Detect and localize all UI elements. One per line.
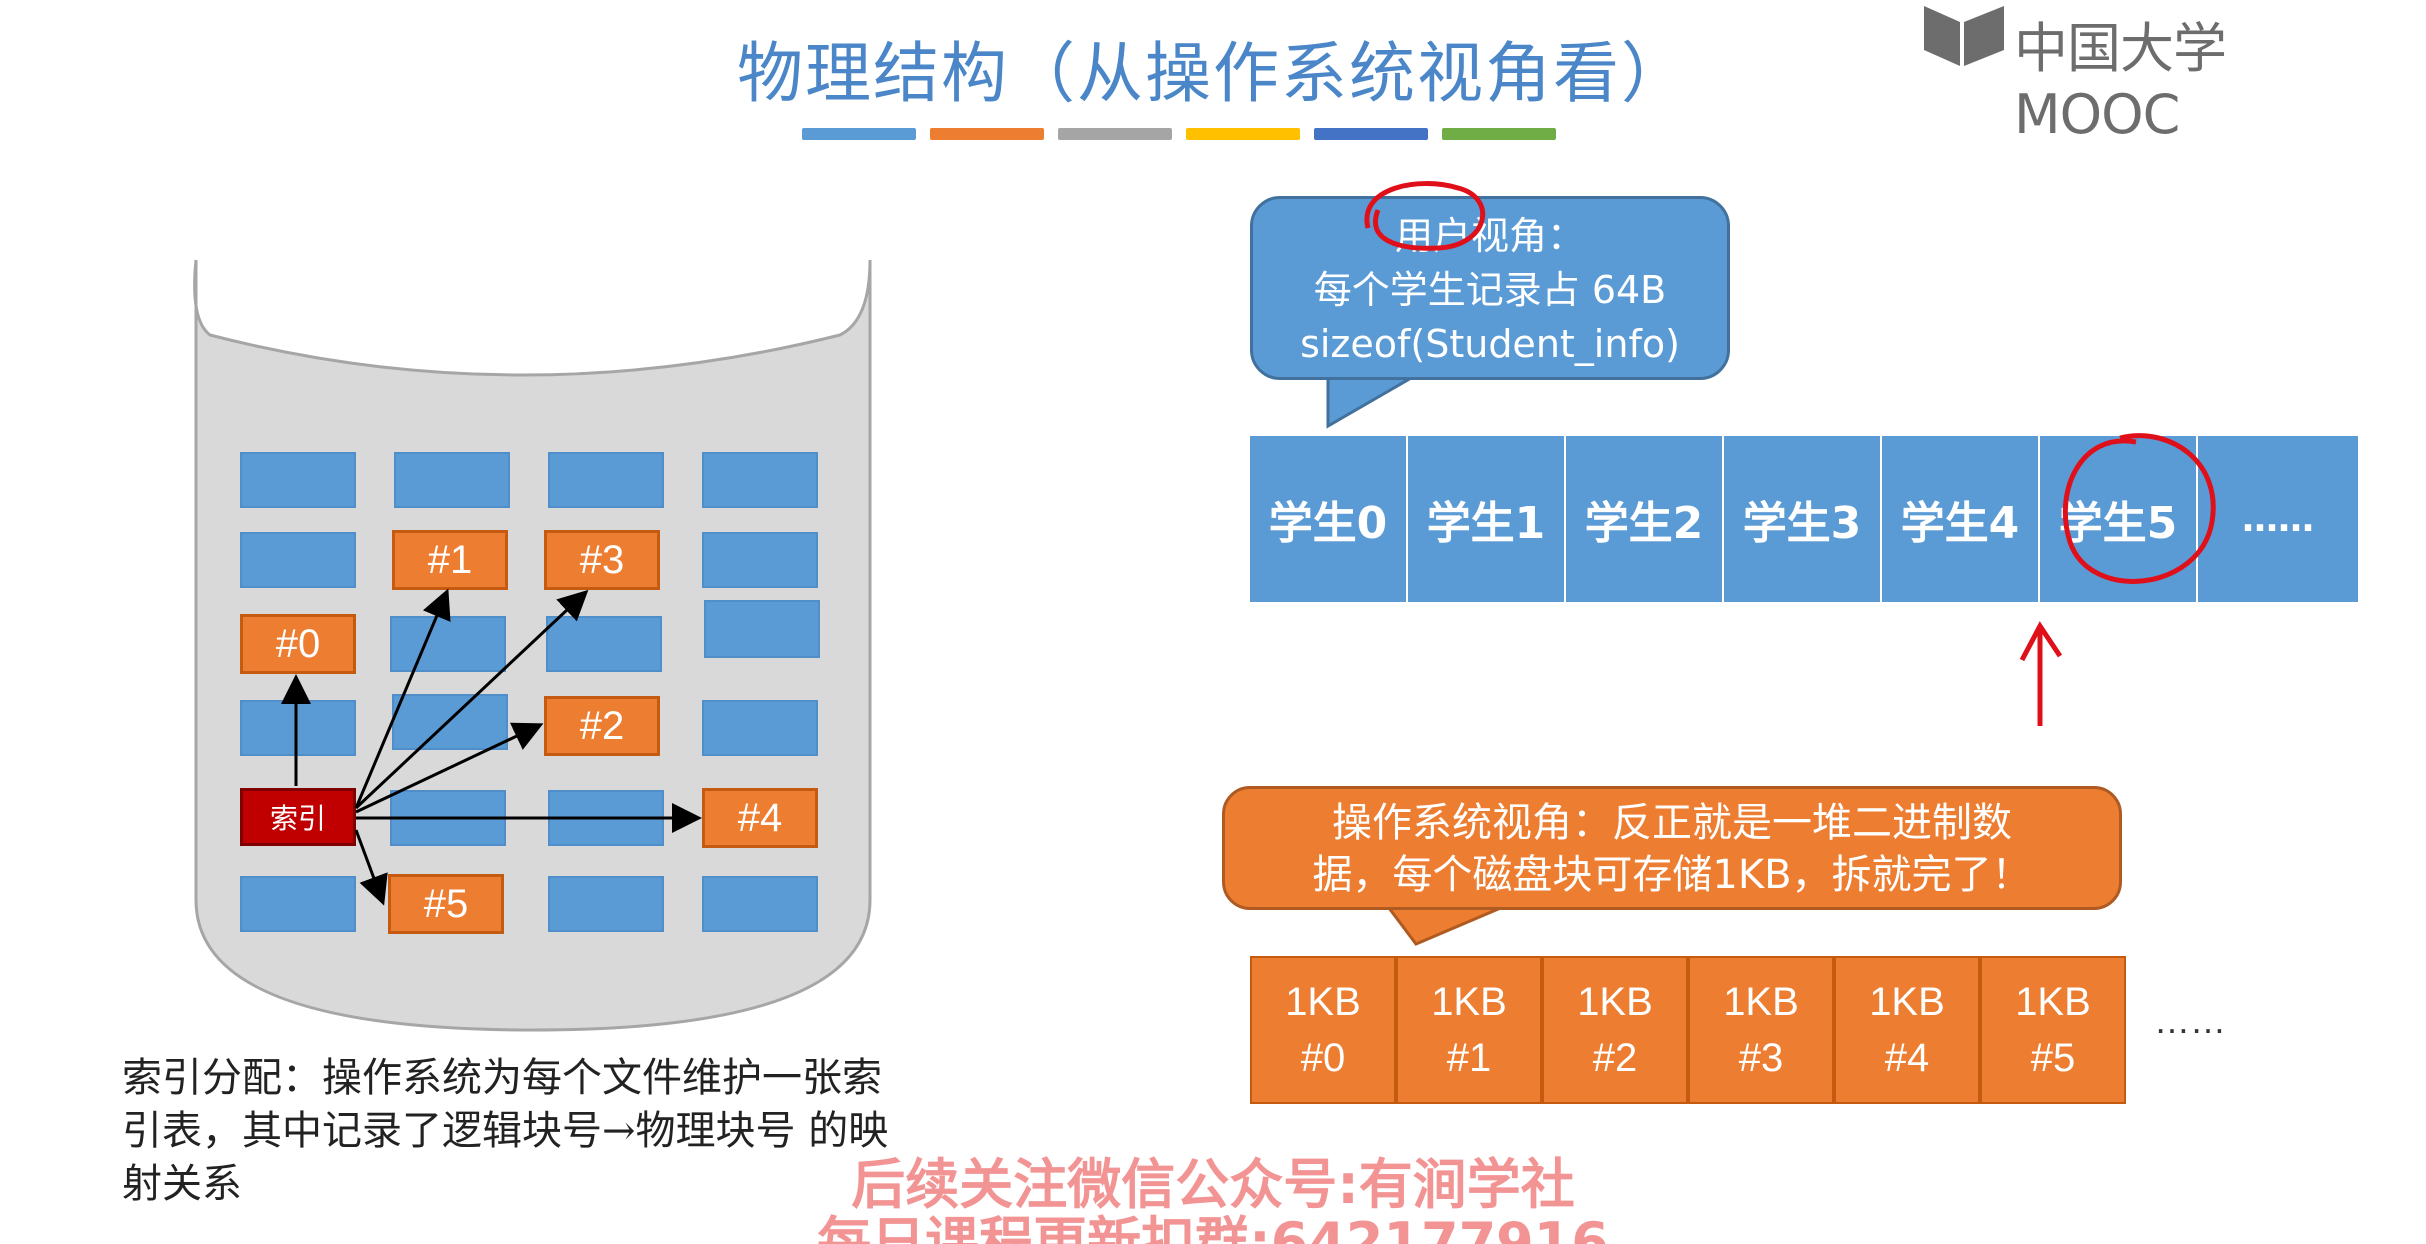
user-callout-tail <box>1318 374 1438 444</box>
kb-ellipsis: …… <box>2154 1000 2226 1042</box>
kb-block: 1KB #3 <box>1688 956 1834 1104</box>
red-annotation-circle <box>1348 168 1508 268</box>
watermark-line-2: 每日课程更新扣群:642177916 <box>0 1198 2426 1244</box>
kb-block-num: #2 <box>1593 1030 1638 1086</box>
kb-block: 1KB #0 <box>1250 956 1396 1104</box>
kb-block-size: 1KB <box>1869 974 1945 1030</box>
os-view-line-1: 操作系统视角：反正就是一堆二进制数 <box>1225 797 2119 849</box>
red-circle-student5 <box>2040 412 2240 612</box>
red-up-arrow <box>2012 616 2092 736</box>
os-view-callout: 操作系统视角：反正就是一堆二进制数 据，每个磁盘块可存储1KB，拆就完了！ <box>1222 786 2122 910</box>
os-view-line-2: 据，每个磁盘块可存储1KB，拆就完了！ <box>1225 849 2119 901</box>
kb-block-num: #1 <box>1447 1030 1492 1086</box>
kb-block: 1KB #1 <box>1396 956 1542 1104</box>
disk-block-row: 1KB #0 1KB #1 1KB #2 1KB #3 1KB #4 1KB #… <box>1250 956 2126 1104</box>
kb-block: 1KB #2 <box>1542 956 1688 1104</box>
kb-block-num: #4 <box>1885 1030 1930 1086</box>
kb-block-num: #5 <box>2031 1030 2076 1086</box>
student-record: 学生2 <box>1566 436 1724 602</box>
student-record: 学生1 <box>1408 436 1566 602</box>
os-callout-tail <box>1380 904 1520 964</box>
kb-block: 1KB #4 <box>1834 956 1980 1104</box>
student-record: 学生0 <box>1250 436 1408 602</box>
kb-block-num: #3 <box>1739 1030 1784 1086</box>
user-view-record-size: 每个学生记录占 64B <box>1253 263 1727 317</box>
kb-block-num: #0 <box>1301 1030 1346 1086</box>
kb-block-size: 1KB <box>1431 974 1507 1030</box>
user-view-sizeof: sizeof(Student_info) <box>1253 317 1727 371</box>
kb-block-size: 1KB <box>1577 974 1653 1030</box>
kb-block-size: 1KB <box>1285 974 1361 1030</box>
kb-block: 1KB #5 <box>1980 956 2126 1104</box>
kb-block-size: 1KB <box>1723 974 1799 1030</box>
caption-line-1: 索引分配：操作系统为每个文件维护一张索 <box>122 1052 1052 1105</box>
student-record: 学生3 <box>1724 436 1882 602</box>
kb-block-size: 1KB <box>2015 974 2091 1030</box>
student-record: 学生4 <box>1882 436 2040 602</box>
